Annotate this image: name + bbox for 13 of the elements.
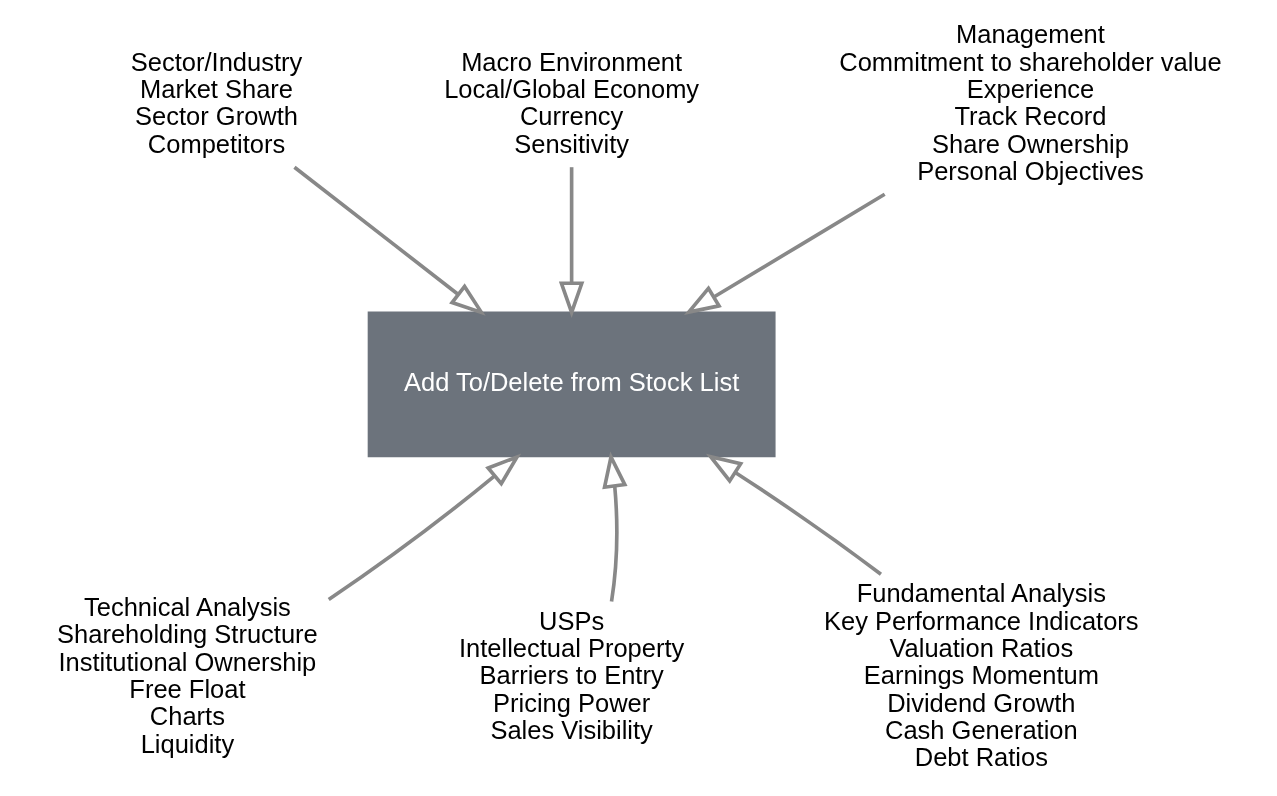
- node-text: Macro Environment Local/Global Economy Currency Sensitivity: [443, 47, 699, 158]
- arrow: [601, 451, 628, 602]
- node-text: Fundamental Analysis Key Performance Indicators Valuation Ratios Earnings Momentum Dividend Growth Cash Generation Debt Ratios: [823, 579, 1139, 772]
- node-text: USPs Intellectual Property Barriers to Entry Pricing Power Sales Visibility: [458, 606, 684, 744]
- arrow: [705, 453, 882, 576]
- node-text: Management Commitment to shareholder value Experience Track Record Share Ownership Personal Objectives: [838, 20, 1222, 185]
- node-text: Sector/Industry Market Share Sector Growth Competitors: [130, 47, 302, 158]
- node-box: Add To/Delete from Stock List: [367, 311, 776, 458]
- node-text: Technical Analysis Shareholding Structure Institutional Ownership Free Float Charts Liquidity: [56, 592, 318, 758]
- arrow: [327, 453, 521, 601]
- arrow: [292, 165, 486, 316]
- arrow: [683, 192, 886, 315]
- arrow: [558, 167, 584, 318]
